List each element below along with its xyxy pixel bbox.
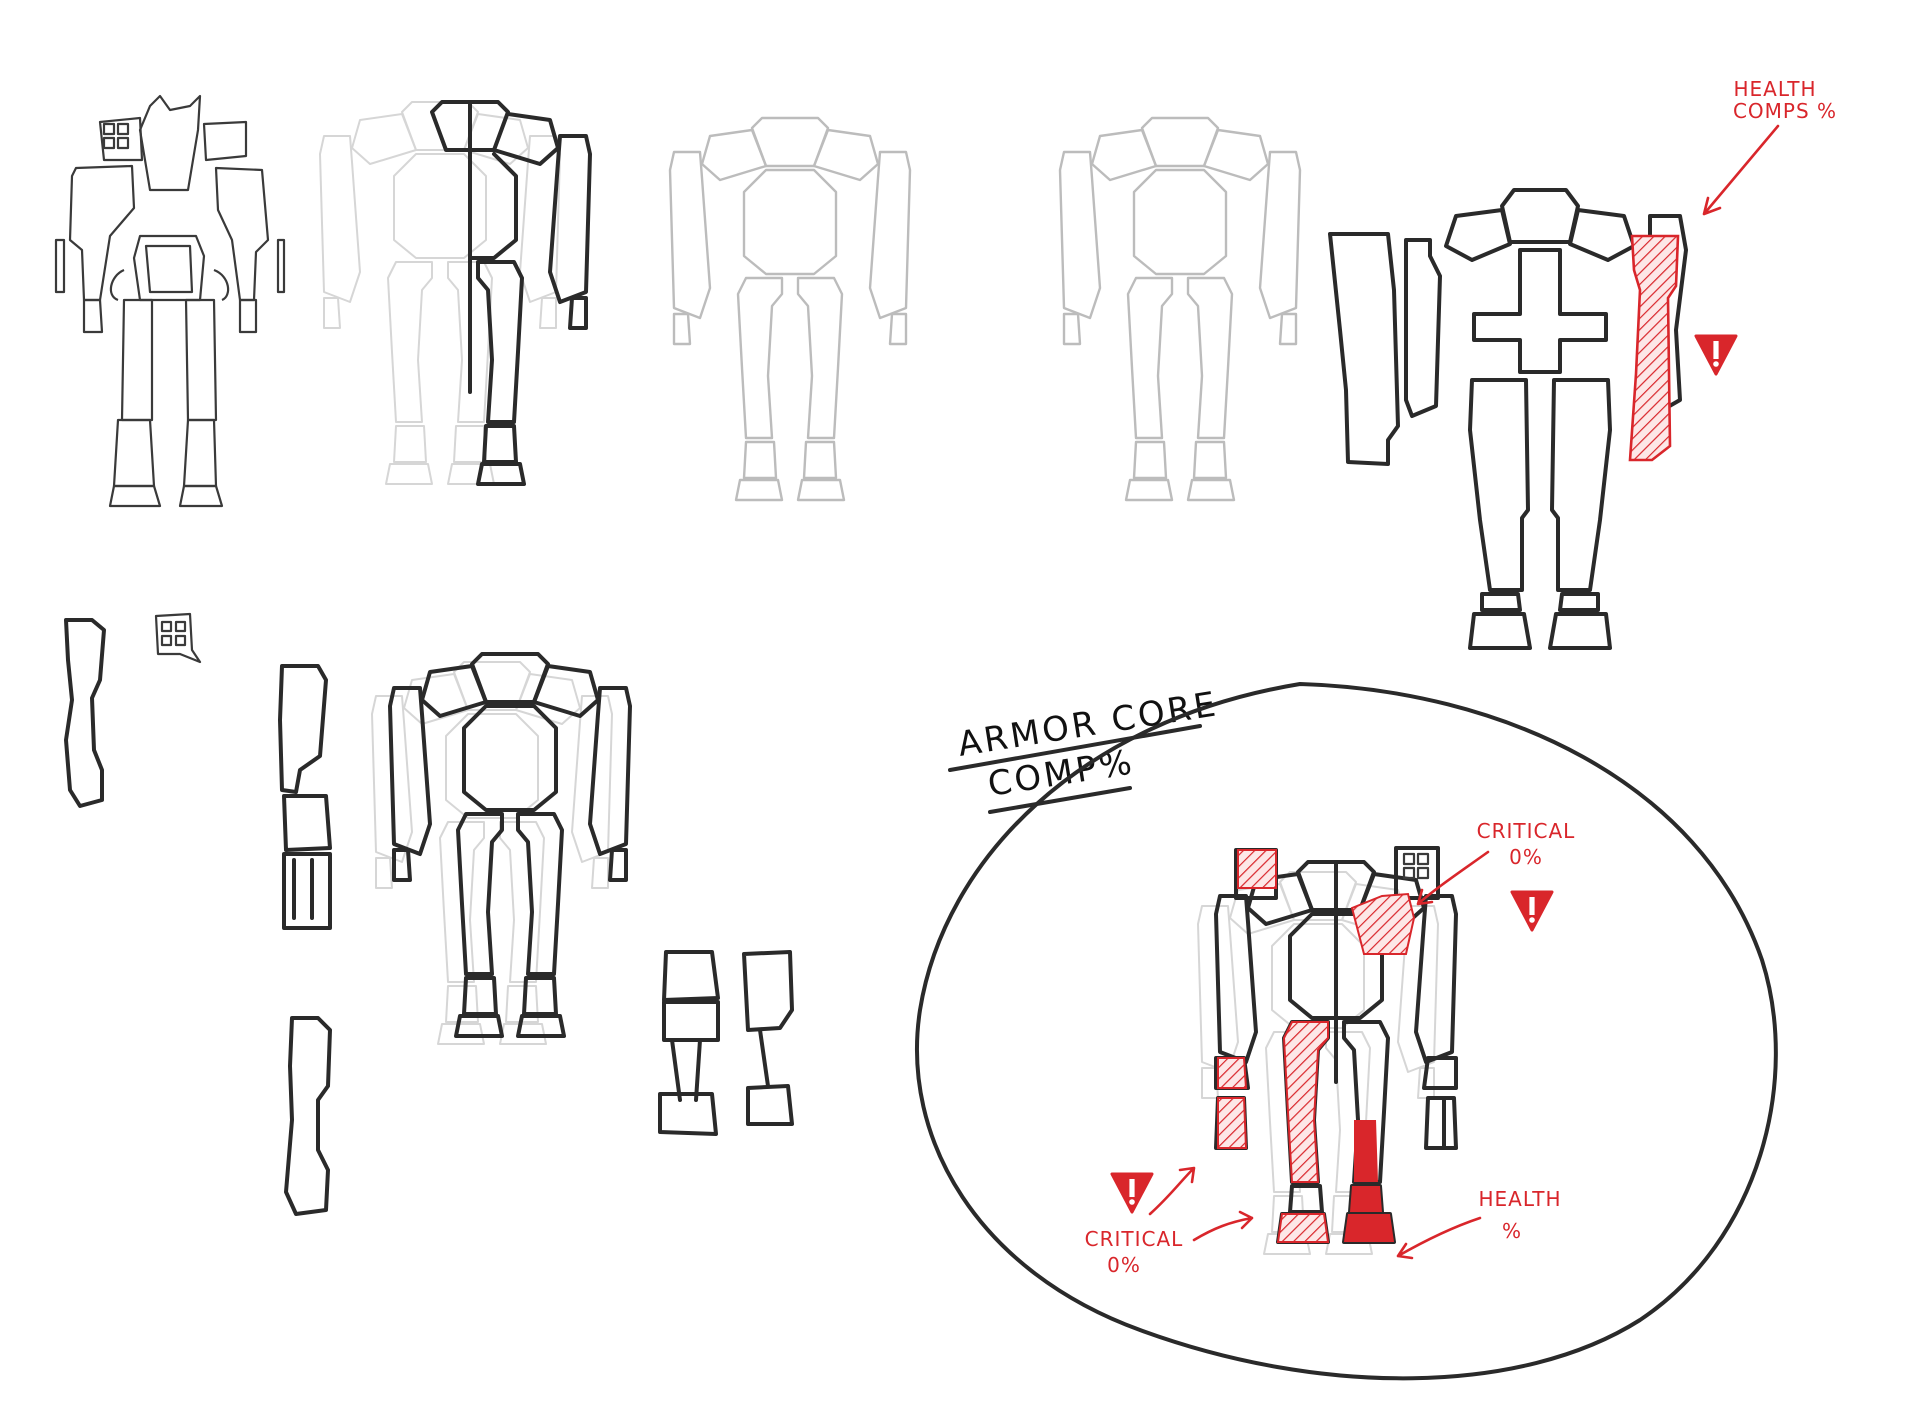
part-guns bbox=[660, 952, 792, 1134]
arrow-icon bbox=[1150, 1168, 1194, 1214]
warning-triangle-icon bbox=[1112, 1174, 1152, 1212]
svg-text:%: % bbox=[1502, 1219, 1522, 1243]
health-leg-fill bbox=[1354, 1120, 1378, 1182]
robot-sketch-1 bbox=[56, 96, 284, 506]
svg-text:COMPS %: COMPS % bbox=[1733, 99, 1837, 123]
page-title: ARMOR CORE COMP% bbox=[950, 684, 1221, 812]
warning-triangle-icon bbox=[1512, 892, 1552, 930]
arrow-icon bbox=[1194, 1212, 1252, 1240]
arrow-icon bbox=[1704, 126, 1778, 214]
health-foot-fill bbox=[1344, 1214, 1394, 1242]
robot-sketch-4 bbox=[1060, 118, 1300, 500]
svg-text:HEALTH: HEALTH bbox=[1478, 1187, 1561, 1211]
part-leg-left bbox=[66, 620, 104, 806]
warning-triangle-icon bbox=[1696, 336, 1736, 374]
svg-text:0%: 0% bbox=[1509, 845, 1543, 869]
critical-foot-fill bbox=[1278, 1214, 1328, 1242]
critical-gun-fill bbox=[1218, 1098, 1246, 1148]
health-knee-fill bbox=[1350, 1186, 1382, 1212]
damaged-arm-fill bbox=[1630, 236, 1678, 460]
robot-assembled bbox=[372, 654, 630, 1044]
arrow-icon bbox=[1398, 1218, 1480, 1258]
annotation-health-comps: HEALTH COMPS % bbox=[1704, 77, 1837, 214]
critical-leg-fill bbox=[1284, 1022, 1328, 1182]
robot-sketch-3 bbox=[670, 118, 910, 500]
critical-hand-fill bbox=[1218, 1058, 1246, 1088]
critical-box-fill bbox=[1238, 850, 1276, 888]
annotation-critical-lower: CRITICAL 0% bbox=[1085, 1168, 1252, 1277]
svg-text:CRITICAL: CRITICAL bbox=[1477, 819, 1576, 843]
robot-sketch-2 bbox=[320, 102, 590, 484]
svg-text:CRITICAL: CRITICAL bbox=[1085, 1227, 1184, 1251]
part-shoulder-box bbox=[156, 614, 200, 662]
robot-health-comps bbox=[1330, 190, 1736, 648]
svg-text:HEALTH: HEALTH bbox=[1733, 77, 1816, 101]
svg-text:0%: 0% bbox=[1107, 1253, 1141, 1277]
part-arm-column bbox=[280, 666, 330, 928]
annotation-health-lower: HEALTH % bbox=[1398, 1187, 1562, 1258]
part-leg-lower bbox=[286, 1018, 330, 1214]
